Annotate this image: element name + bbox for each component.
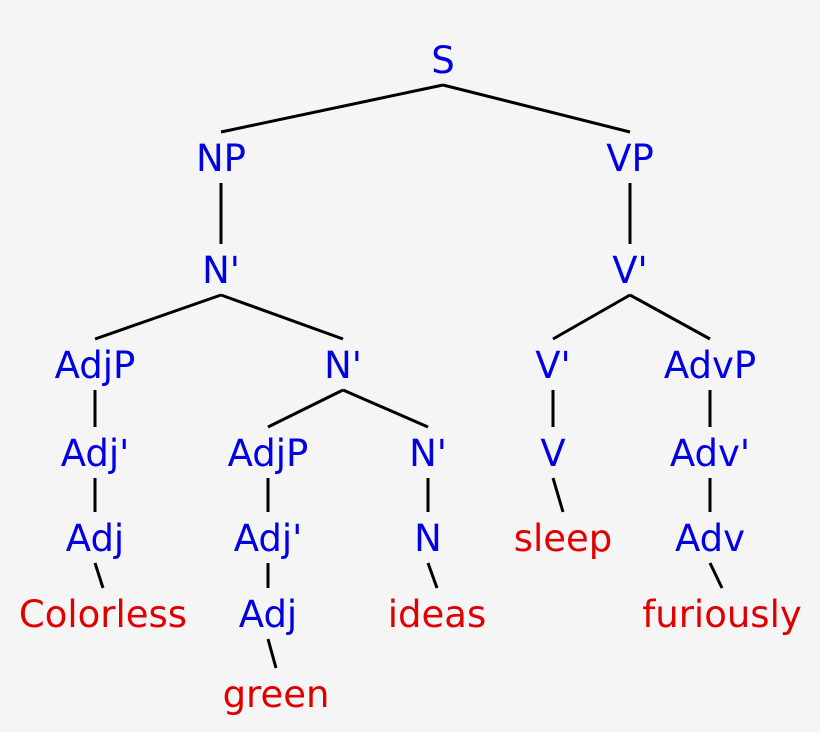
node-s: S [431, 39, 455, 82]
word-ideas: ideas [388, 593, 486, 636]
node-n-bar: N' [409, 432, 447, 475]
node-adv-bar: Adv' [670, 432, 750, 475]
word-colorless: Colorless [19, 593, 187, 636]
node-v-bar: V' [535, 344, 570, 387]
tree-edge [552, 293, 631, 341]
node-adjp: AdjP [228, 432, 309, 475]
tree-edge [220, 83, 444, 134]
word-green: green [223, 673, 330, 716]
node-advp: AdvP [664, 344, 756, 387]
node-np: NP [196, 137, 246, 180]
node-v: V [540, 432, 565, 475]
tree-edge [708, 562, 724, 589]
tree-edge [266, 638, 278, 669]
node-adj: Adj [239, 593, 297, 636]
tree-edge [267, 388, 344, 429]
node-adv: Adv [675, 517, 745, 560]
tree-edge [551, 477, 565, 513]
tree-edge [220, 293, 344, 341]
tree-edge [94, 293, 222, 341]
tree-edge [342, 388, 429, 429]
node-adj-bar: Adj' [234, 517, 303, 560]
node-adj: Adj [66, 517, 124, 560]
node-n-bar: N' [324, 344, 362, 387]
tree-edges [93, 83, 724, 669]
tree-edge [629, 293, 711, 341]
word-furiously: furiously [642, 593, 802, 636]
node-adjp: AdjP [55, 344, 136, 387]
tree-edge [442, 83, 631, 134]
tree-edge [426, 562, 439, 589]
node-adj-bar: Adj' [61, 432, 130, 475]
node-n-bar: N' [202, 249, 240, 292]
node-v-bar: V' [612, 249, 647, 292]
tree-edge [93, 562, 105, 589]
word-sleep: sleep [514, 517, 613, 560]
tree-labels: SNPN'AdjPAdj'AdjColorlessN'AdjPAdj'Adjgr… [19, 39, 802, 716]
node-vp: VP [606, 137, 654, 180]
node-n: N [414, 517, 442, 560]
